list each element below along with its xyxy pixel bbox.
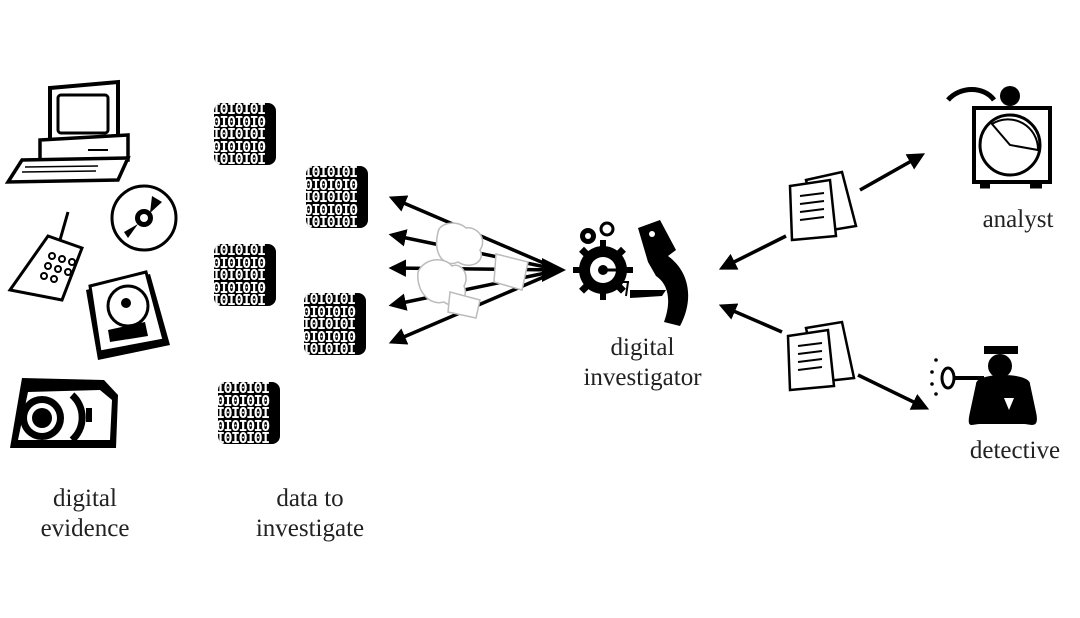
investigator-icon [612, 220, 689, 326]
report-arrows [718, 153, 930, 410]
report-document-icon [788, 170, 858, 242]
label-digital-evidence: digital evidence [40, 485, 130, 542]
computer-icon [4, 79, 131, 184]
analyst-icon [946, 86, 1052, 189]
hard-drive-icon [86, 270, 170, 360]
label-detective: detective [969, 437, 1061, 464]
label-analyst: analyst [982, 206, 1054, 233]
label-digital-investigator: digital investigator [583, 334, 702, 391]
distribution-arrows [388, 195, 561, 345]
detective-icon [930, 346, 1037, 425]
label-data-to-investigate: data to investigate [255, 485, 365, 542]
cd-disc-icon [110, 184, 178, 252]
camera-icon [10, 378, 118, 448]
puzzle-pieces-icon [417, 222, 529, 319]
gears-icon [573, 221, 633, 300]
report-document-icon [786, 320, 856, 392]
mobile-phone-icon [7, 211, 84, 302]
converge-arrowhead [542, 258, 566, 282]
